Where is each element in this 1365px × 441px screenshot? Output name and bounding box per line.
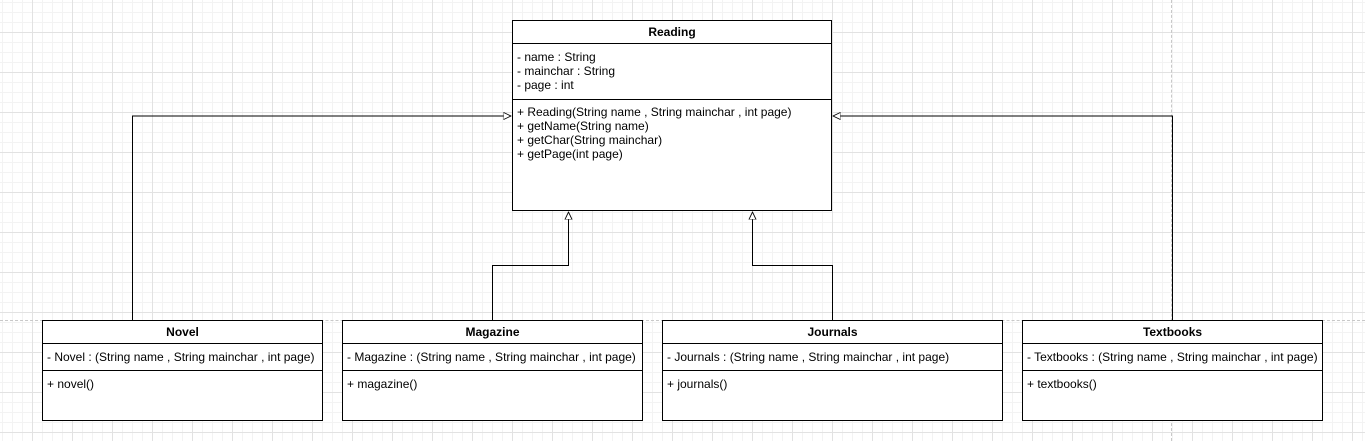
class-name: Novel — [43, 321, 322, 344]
method: + journals() — [667, 377, 728, 391]
class-box-magazine[interactable]: Magazine - Magazine : (String name , Str… — [342, 320, 643, 421]
attributes-section: - Journals : (String name , String mainc… — [663, 344, 1002, 371]
attributes-section: - Novel : (String name , String mainchar… — [43, 344, 322, 371]
class-name: Reading — [513, 21, 831, 44]
attributes-section: - Magazine : (String name , String mainc… — [343, 344, 642, 371]
edge-textbooks-to-reading[interactable] — [833, 116, 1173, 320]
attribute: - name : String — [517, 50, 596, 64]
class-name: Magazine — [343, 321, 642, 344]
edge-novel-to-reading[interactable] — [132, 116, 512, 320]
attribute: - Journals : (String name , String mainc… — [667, 350, 950, 364]
attributes-section: - Textbooks : (String name , String main… — [1023, 344, 1322, 371]
methods-section: + magazine() — [343, 371, 642, 395]
attribute: - Novel : (String name , String mainchar… — [47, 350, 315, 364]
method: + getChar(String mainchar) — [517, 133, 663, 147]
class-name: Journals — [663, 321, 1002, 344]
methods-section: + journals() — [663, 371, 1002, 395]
class-name: Textbooks — [1023, 321, 1322, 344]
class-box-journals[interactable]: Journals - Journals : (String name , Str… — [662, 320, 1003, 421]
attribute: - page : int — [517, 78, 574, 92]
method: + Reading(String name , String mainchar … — [517, 105, 792, 119]
attribute: - mainchar : String — [517, 64, 616, 78]
methods-section: + novel() — [43, 371, 322, 395]
method: + getName(String name) — [517, 119, 649, 133]
edge-magazine-to-reading[interactable] — [492, 212, 569, 320]
page-break-vertical — [1171, 0, 1172, 441]
method: + magazine() — [347, 377, 418, 391]
attributes-section: - name : String - mainchar : String - pa… — [513, 44, 831, 100]
methods-section: + textbooks() — [1023, 371, 1322, 395]
class-box-textbooks[interactable]: Textbooks - Textbooks : (String name , S… — [1022, 320, 1323, 421]
attribute: - Magazine : (String name , String mainc… — [347, 350, 636, 364]
method: + novel() — [47, 377, 95, 391]
attribute: - Textbooks : (String name , String main… — [1027, 350, 1318, 364]
class-box-novel[interactable]: Novel - Novel : (String name , String ma… — [42, 320, 323, 421]
edge-journals-to-reading[interactable] — [753, 212, 833, 320]
class-box-reading[interactable]: Reading - name : String - mainchar : Str… — [512, 20, 832, 211]
method: + getPage(int page) — [517, 147, 623, 161]
methods-section: + Reading(String name , String mainchar … — [513, 100, 831, 165]
method: + textbooks() — [1027, 377, 1097, 391]
